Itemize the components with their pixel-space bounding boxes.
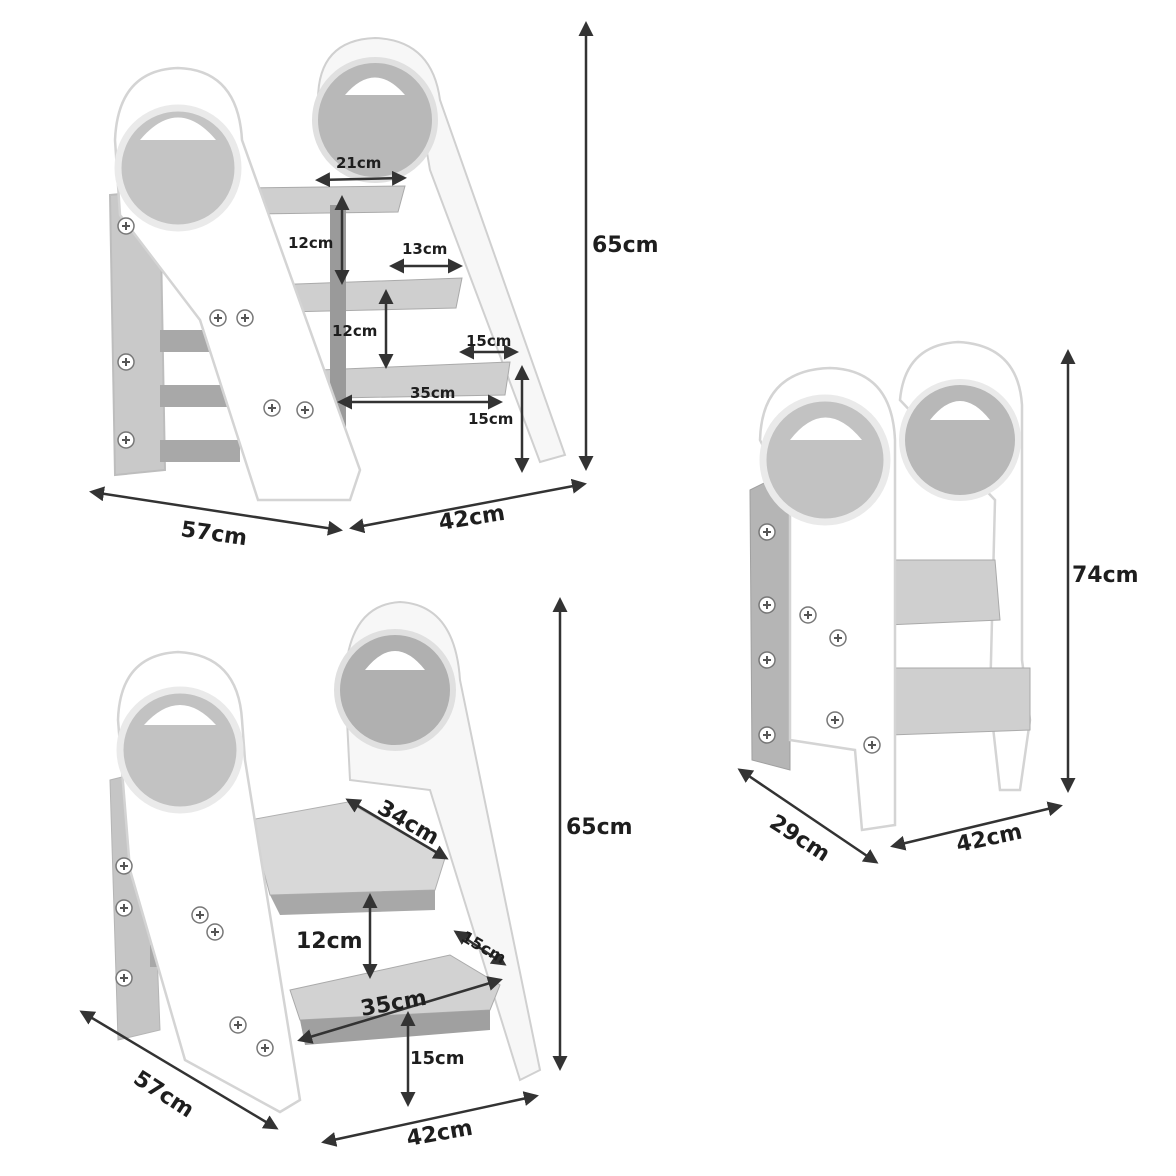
depth-arrow [737, 768, 879, 864]
width-label: 42cm [954, 820, 1024, 858]
back-handle-panel [899, 379, 1021, 501]
screw-icon [758, 523, 776, 541]
front-handle-panel [759, 394, 891, 526]
screw-icon [758, 651, 776, 669]
lower-step [884, 667, 1031, 736]
screw-icon [117, 217, 135, 235]
depth-label: 42cm [437, 501, 507, 536]
back-handle-hole [930, 401, 990, 420]
left-rung-3 [160, 440, 240, 462]
screw-icon [206, 923, 224, 941]
bottom-height-label: 15cm [468, 410, 513, 428]
front-handle-hole [140, 117, 216, 140]
screw-icon [236, 309, 254, 327]
screw-icon [117, 431, 135, 449]
back-handle-hole [365, 651, 425, 670]
stool-view-bottom-left: 65cm 34cm 12cm 15cm 35cm 15cm 57cm 42cm [79, 597, 633, 1152]
screw-icon [115, 899, 133, 917]
front-handle-hole [144, 705, 216, 725]
screw-icon [829, 629, 847, 647]
top-platform-edge [270, 890, 435, 915]
left-rung-2 [160, 385, 235, 407]
step-depth-1-label: 13cm [402, 240, 447, 258]
depth-arrow [321, 1091, 539, 1147]
width-arrow [79, 1010, 279, 1130]
height-label: 65cm [566, 815, 633, 840]
screw-icon [863, 736, 881, 754]
back-handle-hole [345, 77, 405, 95]
bottom-height-label: 15cm [410, 1048, 464, 1069]
dimension-arrow [315, 170, 407, 188]
step-gap-2-label: 12cm [332, 322, 377, 340]
upper-step [879, 559, 1001, 626]
height-label: 74cm [1072, 563, 1139, 588]
screw-icon [758, 726, 776, 744]
dimension-arrow [297, 976, 503, 1044]
width-arrow [890, 801, 1063, 851]
screw-icon [826, 711, 844, 729]
stool-view-top-left: 65cm 57cm 42cm 21cm 12cm 13cm 12cm 15cm … [89, 21, 659, 551]
depth-arrow [349, 478, 587, 534]
step-width-bottom-label: 35cm [410, 384, 455, 402]
dimension-arrow [453, 930, 507, 966]
side-leg-left [749, 469, 791, 771]
back-handle-panel [334, 629, 456, 751]
width-label: 57cm [179, 517, 248, 551]
height-label: 65cm [592, 233, 659, 258]
step-gap-1-label: 12cm [288, 234, 333, 252]
step-gap-label: 12cm [296, 929, 363, 954]
step-width-top-label: 21cm [336, 154, 381, 172]
screw-icon [229, 1016, 247, 1034]
screw-icon [115, 857, 133, 875]
screw-icon [191, 906, 209, 924]
dimension-arrow [345, 798, 449, 860]
screw-icon [115, 969, 133, 987]
width-arrow [89, 486, 343, 536]
screw-icon [799, 606, 817, 624]
screw-icon [256, 1039, 274, 1057]
step-depth-2-label: 15cm [466, 332, 511, 350]
depth-label: 29cm [765, 810, 834, 867]
stool-view-right: 74cm 29cm 42cm [737, 340, 1139, 867]
screw-icon [296, 401, 314, 419]
screw-icon [758, 596, 776, 614]
screw-icon [117, 353, 135, 371]
screw-icon [263, 399, 281, 417]
front-handle-hole [790, 417, 862, 440]
screw-icon [209, 309, 227, 327]
